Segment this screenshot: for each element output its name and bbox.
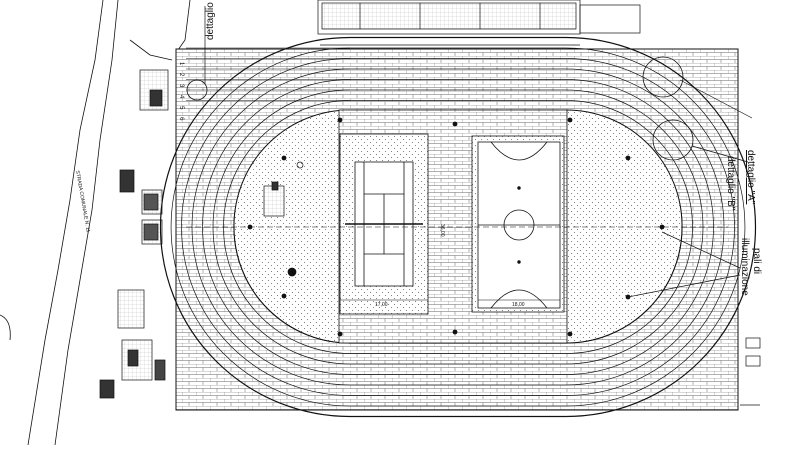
lighting-pole	[659, 224, 665, 230]
label-pali-di: pali di	[751, 248, 762, 275]
track-lane-line	[159, 36, 757, 418]
lane-numbers: 1 2 3 4 5 6	[178, 62, 184, 123]
dim-soccer: 18,00	[512, 302, 525, 308]
label-illuminazione: illuminazione	[739, 238, 750, 296]
detail-a-circle	[642, 56, 684, 98]
service-buildings	[99, 69, 169, 399]
lighting-pole	[337, 117, 343, 123]
label-dettaglio-lanes: dettaglio	[205, 2, 216, 40]
lane-number: 1	[178, 62, 184, 69]
dim-tennis: 17,00	[375, 302, 388, 308]
track-lane-line	[181, 58, 735, 396]
track-lane-line	[191, 68, 725, 386]
label-dettaglio-b: dettaglio "B"	[725, 156, 736, 211]
grandstand	[317, 0, 641, 46]
lighting-poles	[247, 117, 665, 337]
dim-center: 36,00	[439, 224, 445, 237]
detail-lane-circle	[186, 79, 208, 101]
lighting-pole	[281, 293, 287, 299]
label-dettaglio-a: dettaglio "A"	[745, 150, 756, 205]
detail-b-circle	[652, 119, 694, 161]
leader-lines	[204, 6, 753, 298]
soccer-court	[471, 135, 565, 313]
lighting-pole	[452, 121, 458, 127]
track-lane-line	[170, 47, 746, 407]
track-lane-line	[212, 89, 704, 365]
track-lane-line	[202, 79, 714, 375]
lane-number: 6	[178, 117, 184, 124]
right-markers	[740, 337, 761, 406]
tennis-court	[339, 133, 429, 315]
lighting-pole	[247, 224, 253, 230]
lighting-pole	[567, 117, 573, 123]
lane-number: 5	[178, 106, 184, 113]
site-boundary	[0, 0, 191, 446]
lane-number: 3	[178, 84, 184, 91]
lane-number: 4	[178, 95, 184, 102]
lighting-pole	[337, 331, 343, 337]
track-lane-line	[223, 100, 693, 354]
lighting-pole	[567, 331, 573, 337]
lighting-pole	[625, 155, 631, 161]
lane-number: 2	[178, 73, 184, 80]
lighting-pole	[452, 329, 458, 335]
lighting-pole	[281, 155, 287, 161]
throwing-area	[263, 161, 304, 277]
